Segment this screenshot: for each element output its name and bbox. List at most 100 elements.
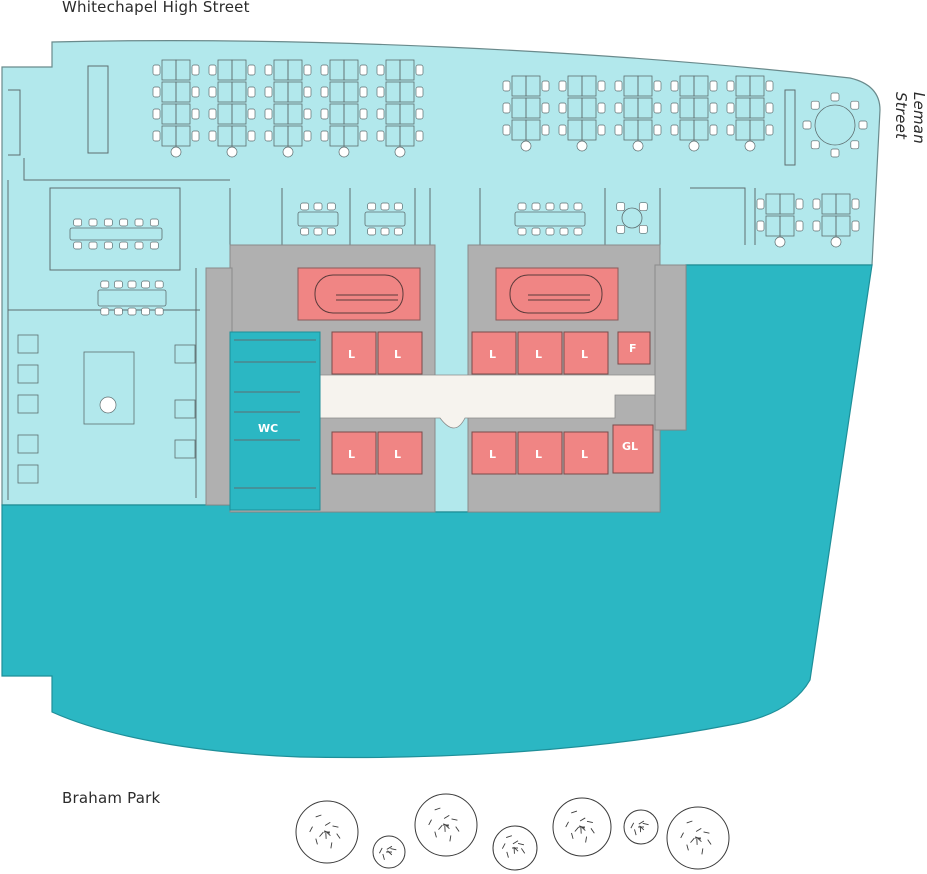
lift-label: L xyxy=(535,448,542,461)
chair xyxy=(88,241,98,250)
chair xyxy=(858,120,868,130)
chair xyxy=(850,100,860,110)
chair xyxy=(520,140,532,152)
chair xyxy=(152,130,161,142)
chair xyxy=(73,241,83,250)
chair xyxy=(303,86,312,98)
chair xyxy=(415,130,424,142)
chair xyxy=(795,220,804,232)
street-label-south: Braham Park xyxy=(62,789,161,807)
stair-left xyxy=(297,267,421,321)
chair xyxy=(616,224,626,234)
chair xyxy=(367,227,377,236)
chair xyxy=(320,130,329,142)
chair xyxy=(141,280,150,289)
chair xyxy=(545,202,555,211)
chair xyxy=(99,396,117,414)
lounge-table xyxy=(83,351,135,425)
chair xyxy=(559,202,569,211)
chair xyxy=(531,227,541,236)
chair xyxy=(541,124,550,136)
chair xyxy=(380,202,390,211)
lounge-seat xyxy=(17,334,39,354)
chair xyxy=(191,130,200,142)
chair xyxy=(726,80,735,92)
chair xyxy=(812,220,821,232)
desk-cluster xyxy=(320,59,368,158)
chair xyxy=(415,108,424,120)
chair xyxy=(726,124,735,136)
chair xyxy=(170,146,182,158)
chair xyxy=(653,124,662,136)
chair xyxy=(134,218,144,227)
chair xyxy=(376,108,385,120)
tree xyxy=(372,835,406,869)
chair xyxy=(359,86,368,98)
lounge-seat xyxy=(174,344,196,364)
chair xyxy=(114,280,123,289)
chair xyxy=(614,80,623,92)
goods-lift-label: GL xyxy=(622,440,638,453)
chair xyxy=(127,280,137,289)
chair xyxy=(88,218,98,227)
chair xyxy=(851,198,860,210)
chair xyxy=(191,64,200,76)
tree xyxy=(295,800,359,864)
chair xyxy=(264,130,273,142)
chair xyxy=(149,218,159,227)
chair xyxy=(502,102,511,114)
desk-cluster xyxy=(670,75,718,152)
chair xyxy=(300,202,310,211)
available-floor-area[interactable] xyxy=(1,264,873,759)
interior-walls xyxy=(7,65,796,500)
tree xyxy=(552,797,612,857)
chair xyxy=(320,64,329,76)
chair xyxy=(100,307,110,316)
chair xyxy=(114,307,123,316)
chair xyxy=(154,307,164,316)
chair xyxy=(264,86,273,98)
chair xyxy=(264,108,273,120)
chair xyxy=(597,80,606,92)
chair xyxy=(756,220,765,232)
lift-label: L xyxy=(581,448,588,461)
chair xyxy=(558,124,567,136)
chair xyxy=(576,140,588,152)
chair xyxy=(670,102,679,114)
tree xyxy=(492,825,538,871)
chair xyxy=(359,130,368,142)
chair xyxy=(597,124,606,136)
street-label-north: Whitechapel High Street xyxy=(62,0,250,16)
chair xyxy=(313,227,323,236)
chair xyxy=(247,130,256,142)
chair xyxy=(653,102,662,114)
chair xyxy=(326,202,336,211)
lounge-seat xyxy=(17,464,39,484)
chair xyxy=(376,86,385,98)
chair xyxy=(320,108,329,120)
chair xyxy=(688,140,700,152)
chair xyxy=(282,146,294,158)
lounge-seat xyxy=(17,364,39,384)
chair xyxy=(765,124,774,136)
workstation-clusters xyxy=(152,59,860,248)
lift-label: L xyxy=(348,448,355,461)
chair xyxy=(247,86,256,98)
chair xyxy=(558,80,567,92)
desk-cluster xyxy=(726,75,774,152)
chair xyxy=(134,241,144,250)
chair xyxy=(812,198,821,210)
lift-label: L xyxy=(348,348,355,361)
desk-cluster xyxy=(152,59,200,158)
chair xyxy=(517,227,527,236)
chair xyxy=(415,64,424,76)
chair xyxy=(638,202,648,212)
chair xyxy=(380,227,390,236)
chair xyxy=(653,80,662,92)
round-meeting-table xyxy=(802,92,868,158)
chair xyxy=(100,280,110,289)
chair xyxy=(119,218,129,227)
chair xyxy=(127,307,137,316)
chair xyxy=(359,64,368,76)
chair xyxy=(558,102,567,114)
